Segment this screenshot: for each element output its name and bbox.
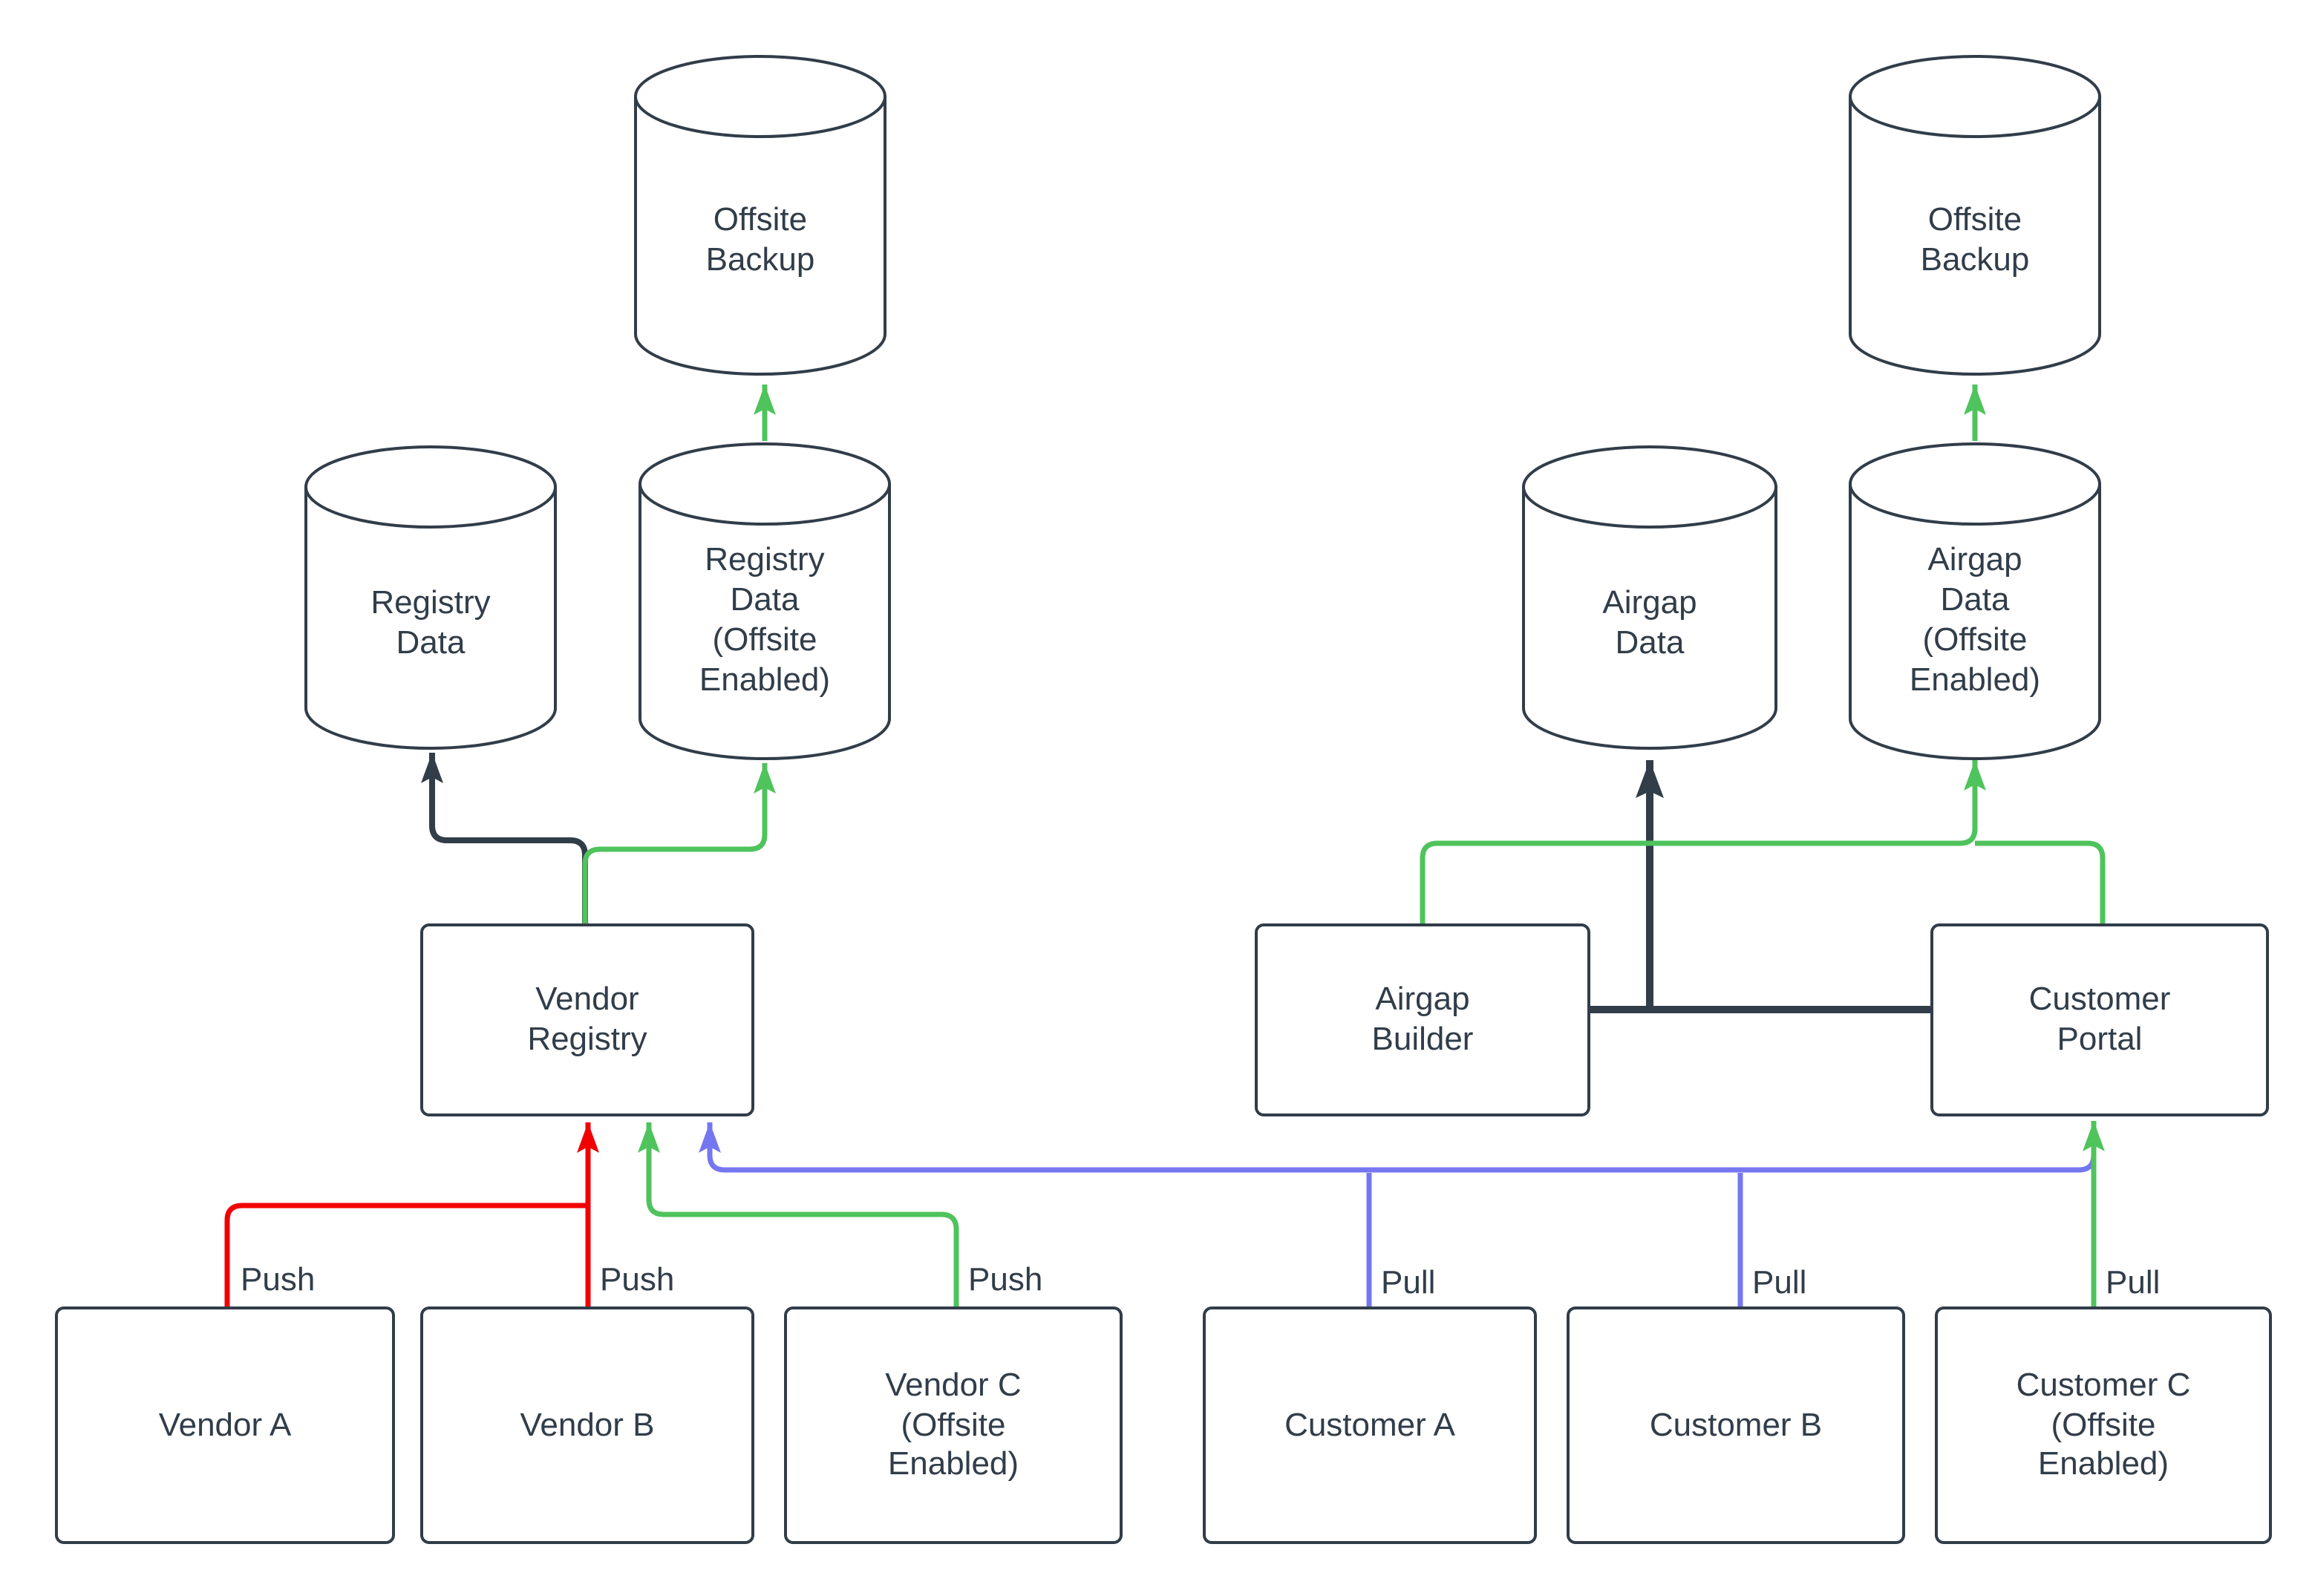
node-offsite-backup-right: Offsite Backup bbox=[1849, 55, 2101, 376]
edge-vendor-registry-to-registry-data-offsite bbox=[582, 763, 776, 923]
edge-label-vendor-c-push: Push bbox=[968, 1260, 1043, 1298]
edge-label-vendor-b-push: Push bbox=[600, 1260, 675, 1298]
edge-label-customer-c-pull: Pull bbox=[2106, 1263, 2161, 1301]
node-vendor-registry: Vendor Registry bbox=[420, 923, 754, 1116]
edge-vendor-a-push bbox=[224, 1203, 588, 1306]
node-airgap-data-offsite: Airgap Data (Offsite Enabled) bbox=[1849, 442, 2101, 760]
node-customer-b: Customer B bbox=[1567, 1306, 1905, 1544]
node-airgap-builder: Airgap Builder bbox=[1255, 923, 1590, 1116]
edge-vendor-registry-to-registry-data bbox=[421, 753, 588, 923]
node-label: Airgap Data bbox=[1602, 583, 1697, 660]
edge-label-vendor-a-push: Push bbox=[241, 1260, 316, 1298]
node-label: Registry Data bbox=[370, 583, 491, 660]
node-label: Offsite Backup bbox=[705, 200, 815, 278]
node-registry-data: Registry Data bbox=[304, 445, 557, 750]
edge-label-customer-a-pull: Pull bbox=[1381, 1263, 1436, 1301]
edge-label-customer-b-pull: Pull bbox=[1752, 1263, 1807, 1301]
edge-vendor-c-push bbox=[638, 1122, 959, 1306]
node-vendor-c: Vendor C (Offsite Enabled) bbox=[784, 1306, 1123, 1544]
edge-customer-portal-to-airgap-data-offsite bbox=[1975, 840, 2106, 923]
node-vendor-a: Vendor A bbox=[55, 1306, 395, 1544]
node-label: Airgap Data (Offsite Enabled) bbox=[1909, 540, 2041, 698]
node-vendor-b: Vendor B bbox=[420, 1306, 754, 1544]
node-customer-a: Customer A bbox=[1203, 1306, 1537, 1544]
node-label: Registry Data (Offsite Enabled) bbox=[699, 540, 831, 698]
node-customer-c: Customer C (Offsite Enabled) bbox=[1935, 1306, 2272, 1544]
node-offsite-backup-left: Offsite Backup bbox=[634, 55, 886, 376]
edge-airgap-builder-to-airgap-data-offsite bbox=[1420, 760, 1986, 923]
node-label: Offsite Backup bbox=[1920, 200, 2030, 278]
node-registry-data-offsite: Registry Data (Offsite Enabled) bbox=[639, 442, 891, 760]
node-airgap-data: Airgap Data bbox=[1522, 445, 1777, 750]
edge-customer-portal-to-vendor-registry bbox=[699, 1122, 2097, 1173]
node-customer-portal: Customer Portal bbox=[1930, 923, 2269, 1116]
